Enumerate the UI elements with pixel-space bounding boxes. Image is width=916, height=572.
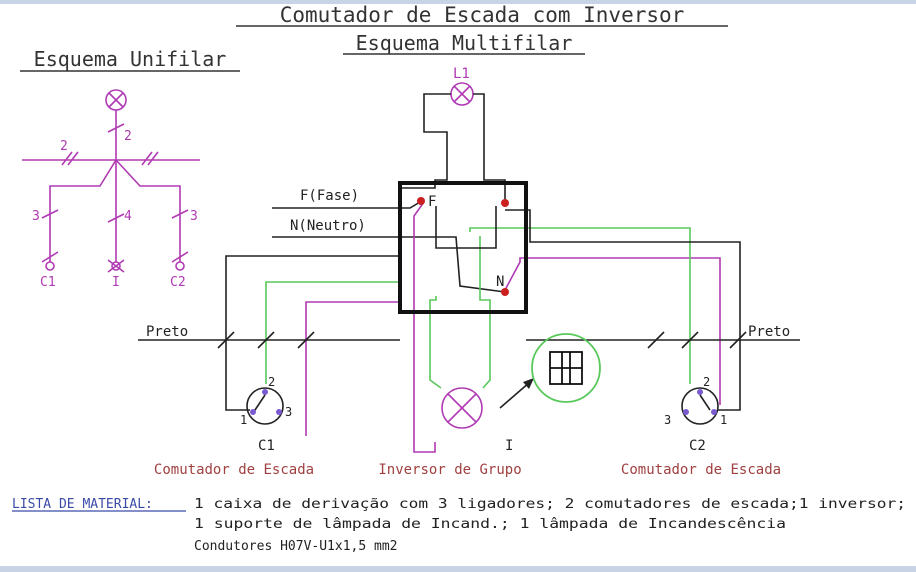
unifilar-count-c1: 3 (32, 209, 40, 224)
detail-arrow (499, 381, 531, 409)
c1-terminal-1: 1 (240, 413, 247, 427)
unifilar-c2-switch-icon (175, 261, 185, 271)
inverter (441, 387, 483, 429)
material-line-1: 1 caixa de derivação com 3 ligadores; 2 … (194, 497, 906, 512)
c1-name: C1 (258, 438, 275, 454)
switch-c1-icon (246, 387, 284, 425)
c1-terminal-2: 2 (268, 375, 275, 389)
inverter-name: I (505, 438, 513, 454)
inverter-detail-icon (531, 333, 601, 403)
material-line-2: 1 suporte de lâmpada de Incand.; 1 lâmpa… (194, 517, 786, 532)
material-list-label: LISTA DE MATERIAL: (12, 497, 153, 512)
junction-terminal-f-label: F (428, 194, 436, 210)
preto-left-label: Preto (146, 324, 188, 340)
terminal-n-dot (501, 288, 509, 296)
green-wires (265, 227, 691, 389)
c2-caption: Comutador de Escada (621, 462, 781, 478)
material-line-3: Condutores H07V-U1x1,5 mm2 (194, 539, 398, 554)
unifilar-count-i: 4 (124, 209, 132, 224)
unifilar-count-c2: 3 (190, 209, 198, 224)
window-frame-top (0, 0, 916, 4)
preto-right-label: Preto (748, 324, 790, 340)
lamp-l1 (450, 82, 474, 106)
diagram-title: Comutador de Escada com Inversor (280, 3, 685, 27)
phase-label: F(Fase) (300, 188, 359, 204)
c1-caption: Comutador de Escada (154, 462, 314, 478)
junction-terminal-n-label: N (496, 274, 504, 290)
supply-wires (272, 201, 506, 293)
neutral-label: N(Neutro) (290, 218, 366, 234)
detail-arrowhead (523, 378, 534, 389)
unifilar-label-c1: C1 (40, 275, 56, 290)
c2-terminal-3: 3 (664, 413, 671, 427)
junction-box (398, 181, 528, 314)
window-frame-bottom (0, 566, 916, 572)
unifilar-count-top: 2 (124, 129, 132, 144)
magenta-wires (305, 201, 721, 453)
terminal-f-dot (417, 197, 425, 205)
inverter-caption: Inversor de Grupo (378, 462, 521, 478)
terminal-return-dot (501, 199, 509, 207)
unifilar-schematic (22, 89, 200, 273)
c2-name: C2 (689, 438, 706, 454)
unifilar-subtitle: Esquema Unifilar (34, 47, 227, 71)
lamp-l1-label: L1 (453, 66, 470, 82)
unifilar-label-c2: C2 (170, 275, 186, 290)
switch-c2-icon (681, 387, 719, 425)
unifilar-c1-switch-icon (45, 261, 55, 271)
black-wires (138, 206, 800, 411)
c2-terminal-1: 1 (720, 413, 727, 427)
switch-c1 (246, 387, 284, 425)
unifilar-label-i: I (112, 275, 120, 290)
c1-terminal-3: 3 (285, 405, 292, 419)
multifilar-subtitle: Esquema Multifilar (356, 31, 573, 55)
unifilar-inverter-icon (111, 261, 121, 271)
unifilar-count-left: 2 (60, 139, 68, 154)
switch-c2 (681, 387, 719, 425)
inverter-detail (531, 333, 601, 403)
c2-terminal-2: 2 (703, 375, 710, 389)
inverter-icon (441, 387, 483, 429)
cable-ticks (217, 331, 747, 349)
